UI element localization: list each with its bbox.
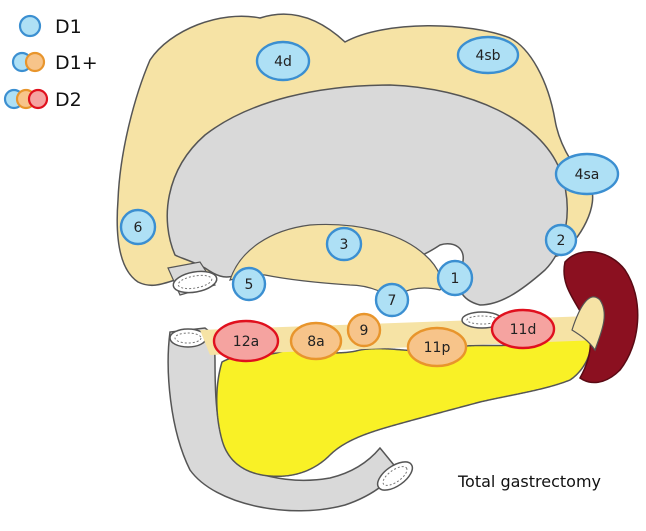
lymph-node-shape-4sa xyxy=(554,152,620,196)
lymph-node-6: 6 xyxy=(119,208,157,246)
lymph-node-shape-7 xyxy=(374,282,410,318)
lymph-node-5: 5 xyxy=(231,266,267,302)
legend-item-d1plus: D1+ xyxy=(11,51,98,74)
lymph-node-shape-2 xyxy=(544,223,578,257)
lymph-node-shape-12a xyxy=(212,319,280,363)
lymph-node-label-9: 9 xyxy=(360,323,369,339)
lymph-node-label-11d: 11d xyxy=(510,322,537,338)
lymph-node-shape-11d xyxy=(490,308,556,350)
lymph-node-label-8a: 8a xyxy=(307,334,325,350)
legend: D1 D1+ D2 xyxy=(3,14,98,111)
lymph-node-shape-8a xyxy=(289,321,343,361)
lymph-node-11d: 11d xyxy=(490,308,556,350)
lymph-node-label-3: 3 xyxy=(340,237,349,253)
lymph-node-label-7: 7 xyxy=(388,293,397,309)
lymph-node-2: 2 xyxy=(544,223,578,257)
lymph-node-shape-1 xyxy=(436,259,474,297)
lymph-node-shape-3 xyxy=(325,226,363,262)
legend-label-d1plus: D1+ xyxy=(55,52,98,74)
caption: Total gastrectomy xyxy=(457,472,601,491)
lymph-node-shape-6 xyxy=(119,208,157,246)
legend-item-d2: D2 xyxy=(3,88,82,111)
lymph-node-4d: 4d xyxy=(255,40,311,82)
lymph-node-shape-5 xyxy=(231,266,267,302)
duodenal-stump-upper xyxy=(167,261,218,296)
lymph-node-label-4sa: 4sa xyxy=(575,167,600,183)
lymph-node-8a: 8a xyxy=(289,321,343,361)
pancreas xyxy=(216,328,592,478)
jejunum-stump xyxy=(376,461,414,491)
lymph-node-7: 7 xyxy=(374,282,410,318)
lymph-nodes: 4d 4sb 4sa 6 3 2 5 1 7 9 8a 11p 12a 11d xyxy=(119,35,620,368)
lymph-node-label-12a: 12a xyxy=(233,334,259,350)
lymph-node-12a: 12a xyxy=(212,319,280,363)
lymph-node-shape-4d xyxy=(255,40,311,82)
lymph-node-shape-4sb xyxy=(456,35,520,75)
lymph-node-label-4d: 4d xyxy=(274,54,292,70)
lesser-omentum xyxy=(229,223,443,302)
lymph-node-label-2: 2 xyxy=(557,233,566,249)
lymph-node-3: 3 xyxy=(325,226,363,262)
lymph-node-9: 9 xyxy=(346,312,382,348)
lymph-node-label-1: 1 xyxy=(451,271,460,287)
legend-item-d1: D1 xyxy=(18,14,82,38)
duodenum-stump-top xyxy=(169,328,207,348)
duodenum xyxy=(167,327,399,512)
lymph-node-shape-9 xyxy=(346,312,382,348)
lymph-node-11p: 11p xyxy=(406,326,468,368)
legend-label-d1: D1 xyxy=(55,16,82,38)
lymph-node-4sb: 4sb xyxy=(456,35,520,75)
spleen-hilum-flap xyxy=(571,296,605,352)
lymph-node-label-5: 5 xyxy=(245,277,254,293)
lymph-node-shape-11p xyxy=(406,326,468,368)
lymph-node-label-11p: 11p xyxy=(424,340,451,356)
lymph-node-label-4sb: 4sb xyxy=(475,48,500,64)
legend-label-d2: D2 xyxy=(55,89,82,111)
lymph-node-1: 1 xyxy=(436,259,474,297)
lymph-node-4sa: 4sa xyxy=(554,152,620,196)
lymph-node-label-6: 6 xyxy=(134,220,143,236)
